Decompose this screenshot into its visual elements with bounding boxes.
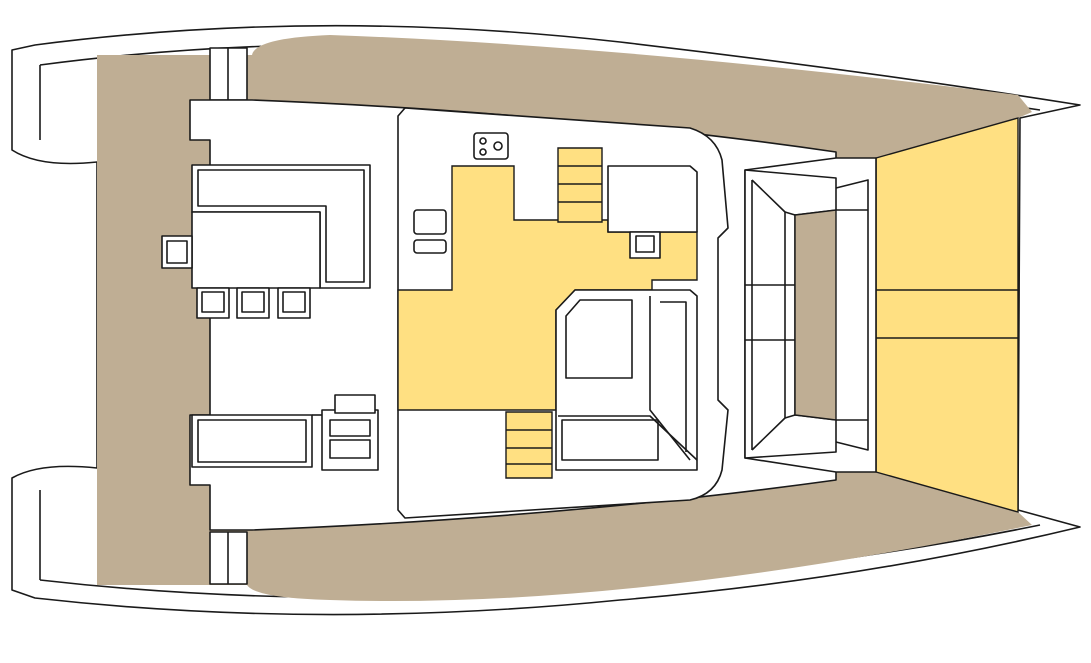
trampoline	[875, 117, 1019, 513]
saloon-seating	[555, 289, 698, 471]
galley	[413, 132, 698, 259]
dining-table	[191, 211, 321, 289]
cooktop-icon	[473, 132, 509, 160]
trampoline-area	[875, 117, 1019, 513]
stairs-icon	[505, 147, 603, 479]
forward-cockpit	[744, 157, 877, 473]
cockpit-lounge	[191, 394, 379, 471]
sink-icon	[413, 209, 447, 235]
cockpit-dining	[161, 164, 371, 319]
sink-icon	[413, 239, 447, 254]
